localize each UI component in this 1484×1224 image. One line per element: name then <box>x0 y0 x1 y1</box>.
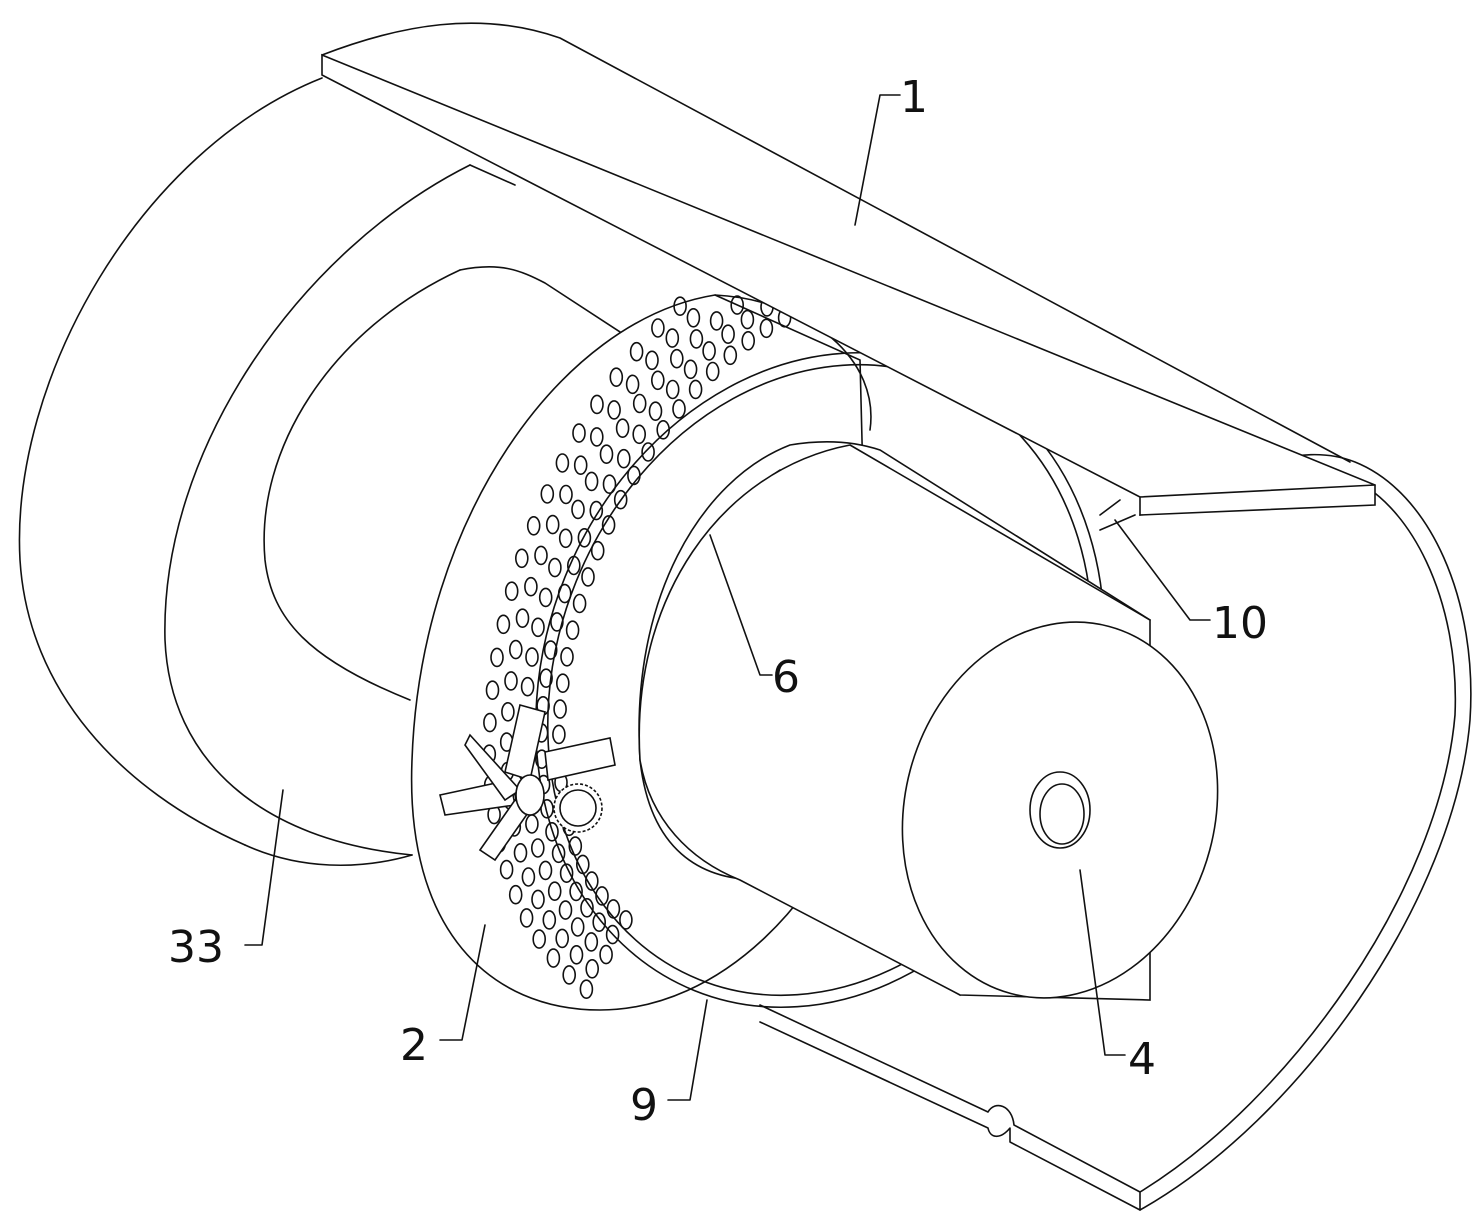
label-9: 9 <box>630 1080 658 1131</box>
label-10: 10 <box>1212 598 1268 649</box>
bottom-plate <box>760 1005 1140 1210</box>
label-33: 33 <box>168 922 224 973</box>
label-6: 6 <box>772 652 800 703</box>
label-1: 1 <box>900 72 928 123</box>
label-4: 4 <box>1128 1034 1156 1085</box>
label-2: 2 <box>400 1020 428 1071</box>
gear-icon <box>554 784 602 832</box>
